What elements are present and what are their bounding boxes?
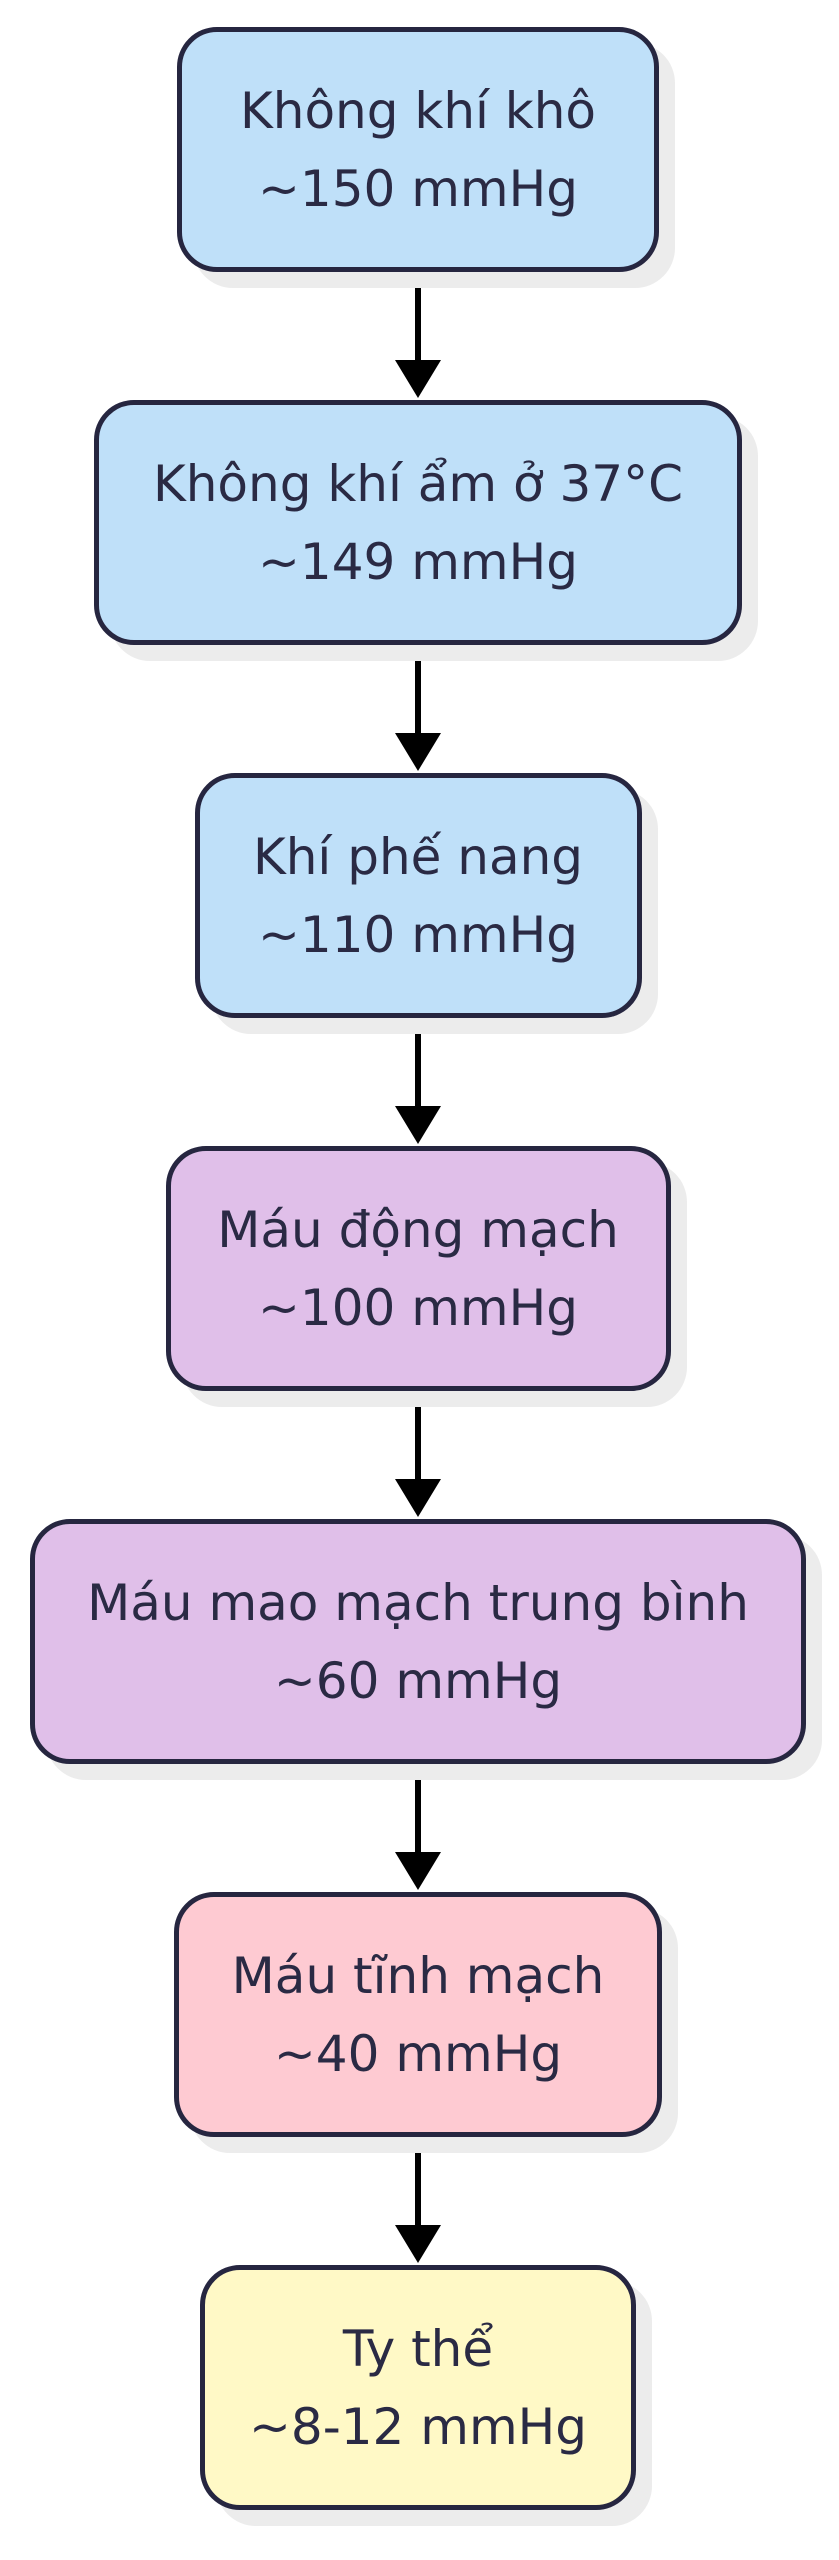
edge-arrow [395, 645, 441, 771]
node-label: Máu động mạch [217, 1200, 619, 1259]
arrow-head [395, 733, 441, 771]
node-value: ~149 mmHg [258, 532, 578, 591]
node-mitochondria: Ty thể ~8-12 mmHg [200, 2265, 636, 2510]
edge-arrow [395, 2137, 441, 2263]
node-value: ~150 mmHg [258, 159, 578, 218]
arrow-head [395, 2225, 441, 2263]
node-label: Khí phế nang [252, 827, 584, 886]
edge-arrow [395, 1391, 441, 1517]
node-value: ~60 mmHg [273, 1651, 563, 1710]
node-mean-capillary-blood: Máu mao mạch trung bình ~60 mmHg [30, 1519, 806, 1764]
arrow-head [395, 1106, 441, 1144]
node-label: Máu tĩnh mạch [231, 1946, 605, 2005]
node-arterial-blood: Máu động mạch ~100 mmHg [165, 1146, 671, 1391]
node-value: ~100 mmHg [258, 1278, 578, 1337]
node-label: Ty thể [342, 2319, 494, 2378]
node-value: ~40 mmHg [273, 2024, 563, 2083]
arrow-head [395, 1479, 441, 1517]
arrow-head [395, 1852, 441, 1890]
node-dry-air: Không khí khô ~150 mmHg [177, 27, 659, 272]
node-label: Không khí ẩm ở 37°C [152, 454, 684, 513]
arrow-head [395, 360, 441, 398]
node-label: Máu mao mạch trung bình [87, 1573, 749, 1632]
node-alveolar-gas: Khí phế nang ~110 mmHg [194, 773, 642, 1018]
edge-arrow [395, 1764, 441, 1890]
node-humid-air: Không khí ẩm ở 37°C ~149 mmHg [94, 400, 742, 645]
node-venous-blood: Máu tĩnh mạch ~40 mmHg [174, 1892, 662, 2137]
node-value: ~8-12 mmHg [248, 2397, 587, 2456]
edge-arrow [395, 1018, 441, 1144]
node-value: ~110 mmHg [258, 905, 578, 964]
edge-arrow [395, 272, 441, 398]
node-label: Không khí khô [239, 81, 597, 140]
